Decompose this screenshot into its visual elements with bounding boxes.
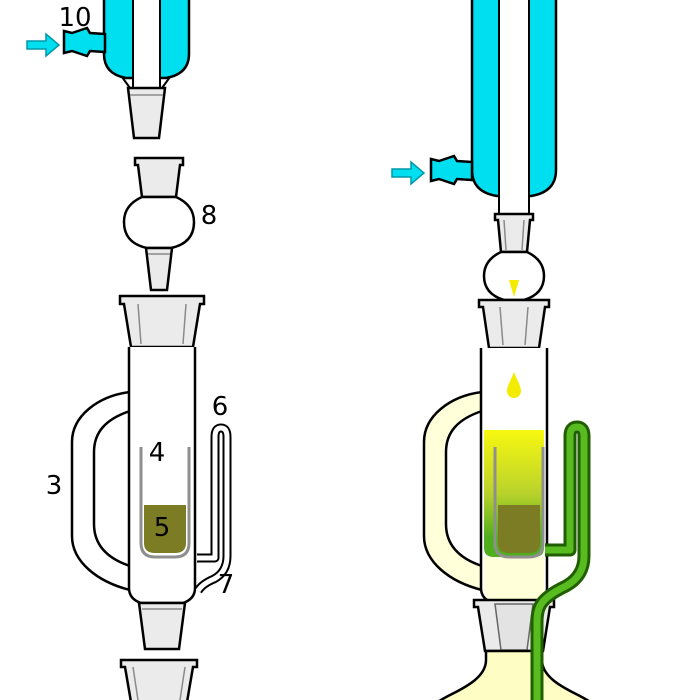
thimble	[139, 447, 191, 559]
chamber-bottom-solvent	[484, 557, 544, 602]
condenser-joint-cone	[126, 86, 167, 140]
label-siphon-top: 6	[212, 392, 229, 422]
water-flow-arrow-assembled	[391, 160, 426, 186]
flask-socket-inner-lines	[132, 666, 186, 700]
condensate-drop-bulb	[509, 280, 519, 297]
thimble-assembled	[493, 447, 545, 559]
adapter-socket-assembled	[493, 212, 535, 254]
extractor-assembled	[422, 298, 551, 605]
siphon-tube-green-liquid	[533, 423, 588, 700]
body-top-socket-assembled	[477, 298, 551, 350]
label-thimble: 4	[149, 438, 166, 468]
condenser-inner-tube-assembled	[498, 0, 530, 217]
expansion-adapter	[122, 156, 196, 292]
adapter-socket-inner-lines	[503, 219, 525, 251]
adapter-socket	[133, 156, 185, 199]
label-sample: 5	[154, 513, 171, 543]
flask-socket	[119, 658, 199, 700]
extractor-body	[70, 294, 232, 651]
label-condenser: 10	[58, 3, 91, 33]
siphon-tube-wall	[194, 423, 232, 594]
condenser-inner-tube	[132, 0, 161, 89]
label-siphon-exit: 7	[218, 570, 235, 600]
vapor-bypass-arm-assembled	[422, 390, 484, 592]
assembled-view	[391, 0, 591, 700]
adapter-cone	[144, 246, 174, 292]
extracted-solid	[498, 505, 540, 553]
labels: 10 8 3 4 5 6 7	[46, 3, 235, 600]
sample-solid	[144, 505, 186, 553]
water-inlet-barb-assembled	[429, 154, 474, 186]
condenser	[26, 0, 191, 140]
condenser-shoulder-lines	[121, 76, 171, 89]
adapter-bulb	[122, 195, 196, 250]
flask-socket-piece	[119, 658, 199, 700]
label-adapter: 8	[201, 201, 218, 231]
falling-solvent-drop	[507, 372, 521, 398]
exploded-view	[26, 0, 232, 700]
solvent-flask	[438, 649, 590, 700]
siphon-tube-assembled	[530, 420, 591, 700]
bottom-cone-inside-socket	[494, 603, 534, 651]
siphon-tube-bore	[195, 425, 230, 593]
body-bottom-cone	[137, 601, 187, 651]
siphon-tube	[194, 423, 232, 594]
adapter-assembled	[482, 212, 546, 302]
vapor-bypass-arm	[70, 390, 132, 592]
body-top-socket-inner-lines	[137, 303, 187, 345]
label-extractor-body: 3	[46, 471, 63, 501]
condenser-assembled	[391, 0, 558, 217]
body-top-socket	[118, 294, 206, 349]
extraction-chamber	[127, 347, 197, 605]
water-inlet-barb	[62, 26, 107, 58]
top-socket-inner-lines-assembled	[499, 306, 529, 346]
water-flow-arrow	[26, 32, 61, 58]
